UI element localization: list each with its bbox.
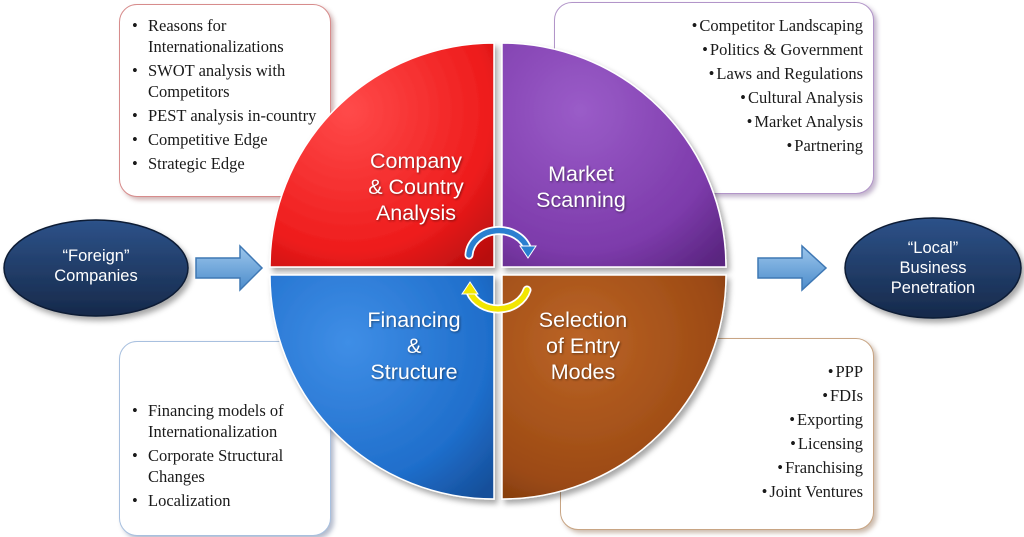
list-item: •Franchising bbox=[571, 457, 863, 478]
list-item-text: Cultural Analysis bbox=[747, 88, 863, 107]
market-scanning-quadrant bbox=[501, 42, 727, 268]
title-line: Scanning bbox=[536, 188, 626, 212]
title-line: & bbox=[406, 334, 422, 358]
foreign-companies-oval bbox=[3, 219, 189, 317]
bullet: • bbox=[786, 136, 793, 155]
company-analysis-box: Reasons for Internationalizations SWOT a… bbox=[119, 4, 331, 197]
title-line: Company bbox=[369, 149, 462, 173]
bullet: • bbox=[789, 410, 795, 429]
list-item: •Licensing bbox=[571, 433, 863, 454]
list-item: •Politics & Government bbox=[565, 39, 863, 60]
bullet: • bbox=[740, 88, 746, 107]
title-line: Financing bbox=[367, 308, 461, 332]
title-line: Market bbox=[548, 162, 614, 186]
list-item: •Joint Ventures bbox=[571, 481, 863, 502]
financing-structure-quadrant bbox=[269, 274, 495, 500]
company-analysis-title: Company & Country Analysis bbox=[340, 148, 492, 226]
financing-structure-list: Financing models of Internationalization… bbox=[132, 400, 324, 511]
list-item-text: Politics & Government bbox=[709, 40, 863, 59]
bullet: • bbox=[702, 40, 708, 59]
entry-modes-title: Selection of Entry Modes bbox=[513, 307, 653, 385]
list-item: •Cultural Analysis bbox=[565, 87, 863, 108]
list-item: •Partnering bbox=[565, 135, 863, 156]
list-item: Financing models of Internationalization bbox=[132, 400, 324, 442]
list-item-text: Exporting bbox=[797, 410, 863, 429]
bullet: • bbox=[777, 458, 784, 477]
bullet: • bbox=[691, 16, 698, 35]
list-item-text: Licensing bbox=[797, 434, 863, 453]
local-business-oval bbox=[844, 217, 1022, 319]
local-business-label: “Local” Business Penetration bbox=[846, 238, 1020, 298]
list-item: PEST analysis in-country bbox=[132, 105, 322, 126]
title-line: Selection bbox=[538, 308, 628, 332]
list-item-text: Partnering bbox=[794, 136, 863, 155]
list-item: Localization bbox=[132, 490, 324, 511]
market-scanning-title: Market Scanning bbox=[512, 161, 650, 213]
list-item: Corporate Structural Changes bbox=[132, 445, 324, 487]
entry-modes-quadrant bbox=[501, 274, 727, 500]
financing-structure-box: Financing models of Internationalization… bbox=[119, 341, 331, 536]
market-scanning-list: •Competitor Landscaping •Politics & Gove… bbox=[565, 15, 863, 156]
oval-line: “Foreign” bbox=[62, 247, 130, 265]
cycle-arrows-icon bbox=[461, 226, 537, 314]
foreign-companies-label: “Foreign” Companies bbox=[16, 246, 176, 286]
bullet: • bbox=[746, 112, 753, 131]
oval-line: Penetration bbox=[890, 279, 976, 297]
company-analysis-list: Reasons for Internationalizations SWOT a… bbox=[132, 15, 322, 174]
title-line: of Entry bbox=[545, 334, 621, 358]
list-item-text: Market Analysis bbox=[754, 112, 863, 131]
title-line: & Country bbox=[368, 175, 464, 199]
title-line: Analysis bbox=[375, 201, 457, 225]
bullet: • bbox=[708, 64, 715, 83]
list-item-text: Competitor Landscaping bbox=[699, 16, 863, 35]
list-item: Competitive Edge bbox=[132, 129, 322, 150]
arrow-right-icon bbox=[195, 244, 264, 292]
bullet: • bbox=[822, 386, 828, 405]
list-item: •Market Analysis bbox=[565, 111, 863, 132]
list-item: •Exporting bbox=[571, 409, 863, 430]
entry-modes-list: •PPP •FDIs •Exporting •Licensing •Franch… bbox=[571, 361, 863, 502]
oval-line: Business bbox=[899, 259, 967, 277]
oval-line: “Local” bbox=[907, 239, 959, 257]
list-item: •Competitor Landscaping bbox=[565, 15, 863, 36]
list-item: Strategic Edge bbox=[132, 153, 322, 174]
list-item: Reasons for Internationalizations bbox=[132, 15, 322, 57]
company-analysis-quadrant bbox=[269, 42, 495, 268]
bullet: • bbox=[761, 482, 768, 501]
title-line: Modes bbox=[550, 360, 616, 384]
bullet: • bbox=[790, 434, 796, 453]
list-item: •FDIs bbox=[571, 385, 863, 406]
list-item-text: Joint Ventures bbox=[769, 482, 863, 501]
arrow-right-icon bbox=[757, 244, 828, 292]
financing-structure-title: Financing & Structure bbox=[338, 307, 490, 385]
list-item-text: FDIs bbox=[829, 386, 863, 405]
list-item: •PPP bbox=[571, 361, 863, 382]
list-item-text: PPP bbox=[835, 362, 863, 381]
oval-line: Companies bbox=[54, 267, 138, 285]
list-item-text: Franchising bbox=[785, 458, 863, 477]
list-item-text: Laws and Regulations bbox=[716, 64, 863, 83]
bullet: • bbox=[827, 362, 834, 381]
list-item: •Laws and Regulations bbox=[565, 63, 863, 84]
title-line: Structure bbox=[370, 360, 458, 384]
list-item: SWOT analysis with Competitors bbox=[132, 60, 322, 102]
